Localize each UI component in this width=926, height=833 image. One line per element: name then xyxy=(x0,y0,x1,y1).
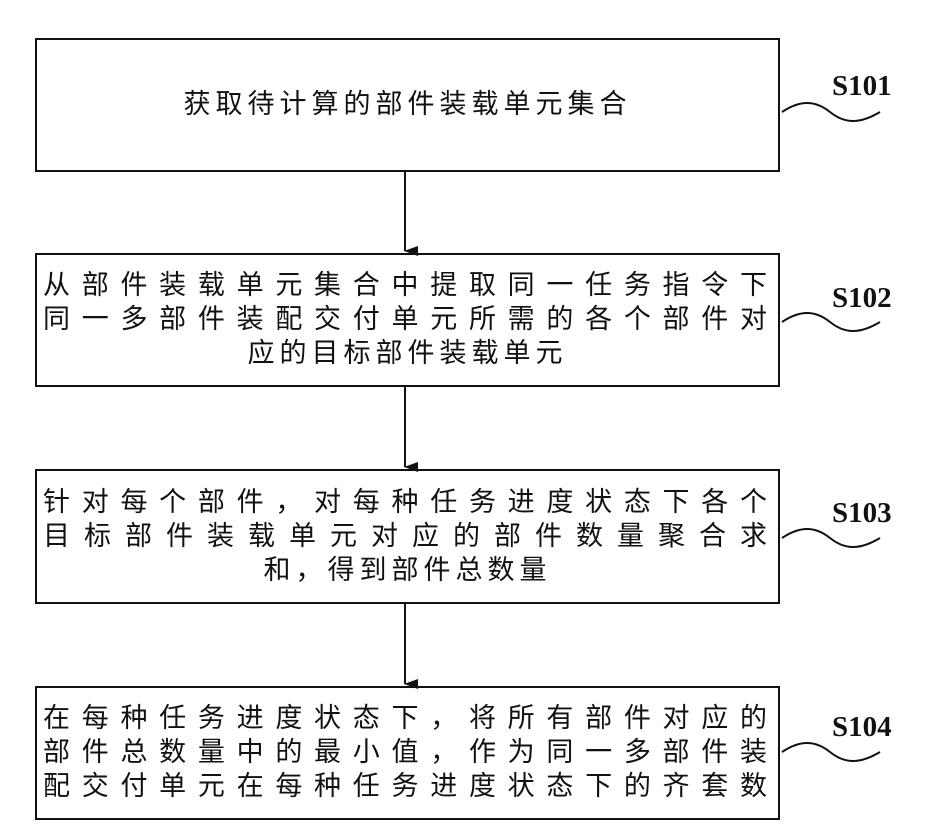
leader-line-s104 xyxy=(782,743,880,761)
leader-line-s103 xyxy=(782,529,880,547)
leader-line-s102 xyxy=(782,313,880,331)
leader-line-s101 xyxy=(782,103,880,121)
